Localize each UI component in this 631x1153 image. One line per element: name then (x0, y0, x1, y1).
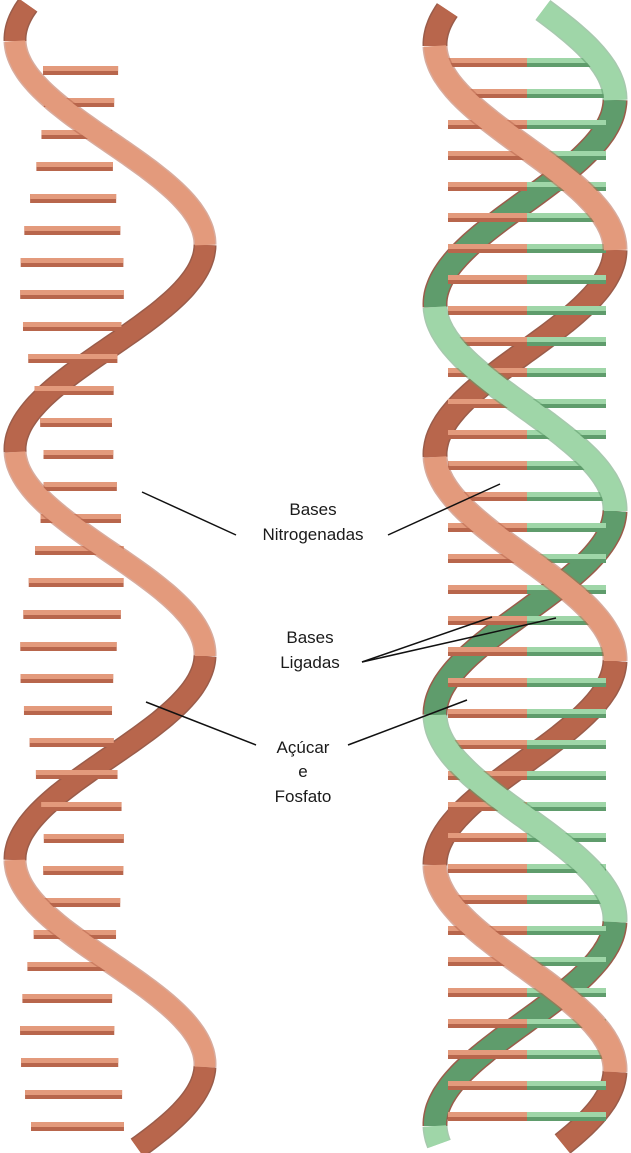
base-pair (448, 1050, 606, 1059)
label-e-line2: e (298, 762, 307, 781)
base-pair (448, 244, 606, 253)
nitrogenous-base (44, 834, 124, 843)
labels: Bases Nitrogenadas Bases Ligadas Açúcar … (240, 494, 386, 810)
sugar-phosphate-strand-b-front (435, 1126, 439, 1144)
nitrogenous-base (24, 706, 112, 715)
double-strand-helix (435, 10, 615, 1144)
base-pair (448, 740, 606, 749)
nitrogenous-base (23, 610, 121, 619)
nitrogenous-base (21, 1058, 118, 1067)
label-nitrogenadas-line2: Nitrogenadas (262, 525, 363, 544)
base-pair (448, 275, 606, 284)
base-pair (448, 678, 606, 687)
base-pair (448, 709, 606, 718)
base-pair (448, 337, 606, 346)
nitrogenous-base (44, 450, 114, 459)
label-ligadas-line2: Ligadas (280, 653, 340, 672)
nitrogenous-base (20, 1026, 114, 1035)
base-pair (448, 213, 606, 222)
leader-bases-nitrogenadas-left (142, 492, 236, 535)
nitrogenous-base (31, 1122, 124, 1131)
base-pair (448, 1112, 606, 1121)
label-acucar-line1: Açúcar (277, 738, 330, 757)
single-strand-helix (15, 5, 205, 1148)
nitrogenous-base (20, 642, 116, 651)
nitrogenous-base (28, 354, 117, 363)
nitrogenous-base (24, 226, 120, 235)
sugar-phosphate-backbone-back (15, 656, 205, 860)
nitrogenous-base (35, 386, 114, 395)
nitrogenous-base (40, 418, 112, 427)
nitrogenous-base (30, 194, 116, 203)
base-pair (448, 306, 606, 315)
nitrogenous-base (44, 482, 117, 491)
nitrogenous-base (25, 1090, 122, 1099)
sugar-phosphate-strand-a-back (435, 10, 447, 46)
nitrogenous-base (43, 66, 118, 75)
nitrogenous-base (41, 802, 121, 811)
nitrogenous-base (21, 258, 124, 267)
nitrogenous-base (43, 866, 123, 875)
nitrogenous-base (29, 578, 124, 587)
nitrogenous-base (21, 674, 114, 683)
base-pair (448, 895, 606, 904)
label-bases-ligadas-line1: Bases (286, 628, 333, 647)
label-bases-line1: Bases (289, 500, 336, 519)
label-fosfato-line3: Fosfato (275, 787, 332, 806)
nitrogenous-base (23, 322, 121, 331)
nitrogenous-base (36, 162, 112, 171)
nitrogenous-base (36, 770, 118, 779)
nitrogenous-base (20, 290, 124, 299)
nitrogenous-base (30, 738, 114, 747)
base-pair (448, 1081, 606, 1090)
base-pair (448, 647, 606, 656)
base-pair (448, 833, 606, 842)
nitrogenous-base (22, 994, 112, 1003)
